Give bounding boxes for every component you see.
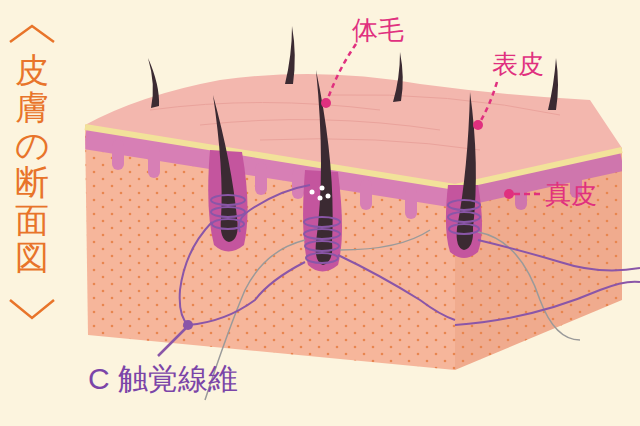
leader-dot [504,189,514,199]
body-hair [148,26,558,265]
diagram-title: 皮膚の断面図 [15,52,49,276]
part-label: 体毛 [352,16,404,45]
leader-dot [183,320,193,330]
part-label: 真皮 [545,180,597,209]
title-bracket [10,26,54,42]
leader-line [514,193,540,196]
nerve-coil [211,195,480,263]
title-bracket [10,300,54,318]
leader-line [327,44,356,101]
basal-line [85,127,622,187]
nerve-ending [310,186,331,201]
leader-line [158,328,186,356]
fiber-label: C 触覚線維 [88,362,238,395]
leader-line [480,82,497,122]
surface-texture [150,95,560,150]
dermis-dots [450,140,630,380]
part-label: 表皮 [492,50,544,79]
leader-dot [473,120,483,130]
leader-dot [321,98,331,108]
